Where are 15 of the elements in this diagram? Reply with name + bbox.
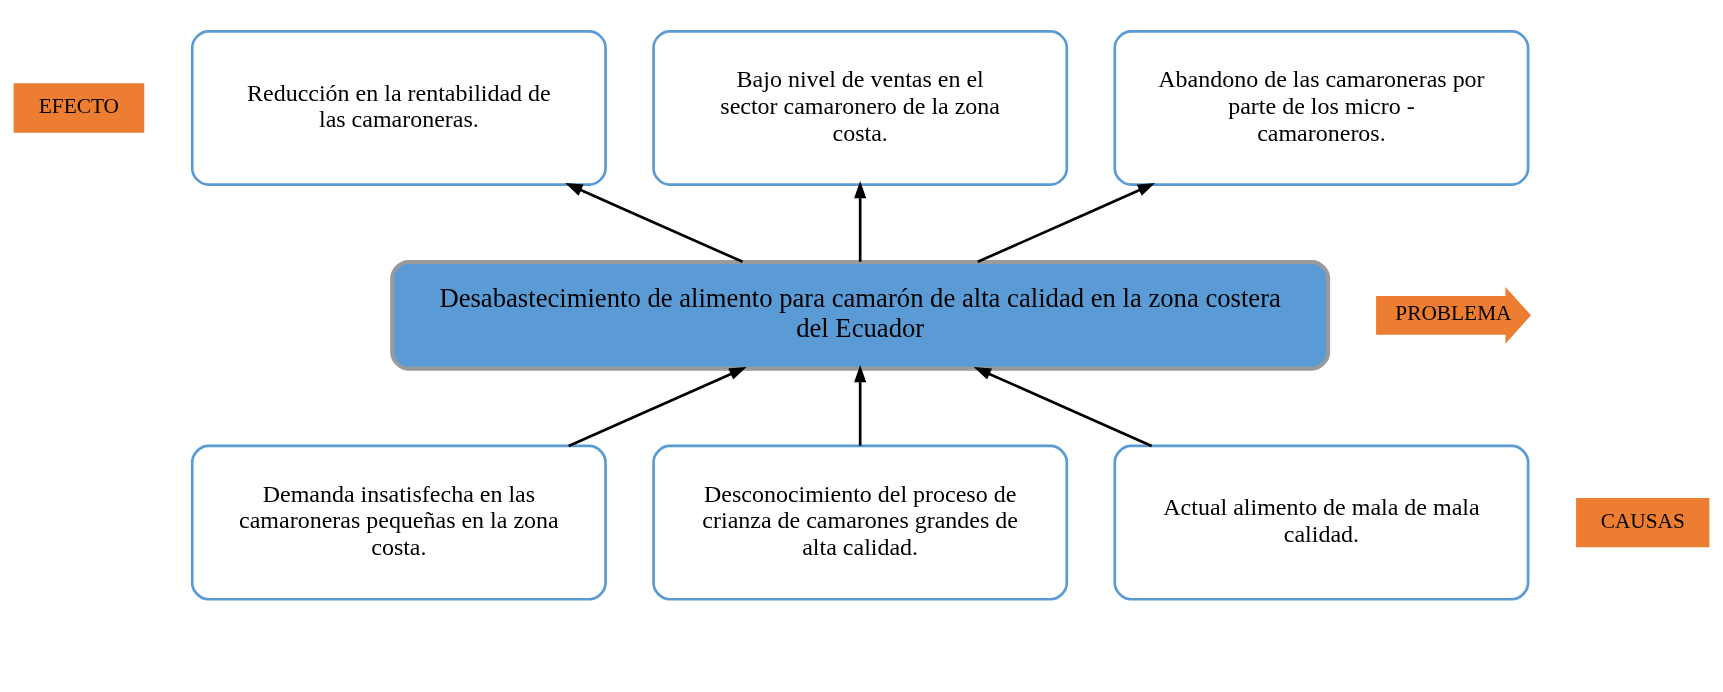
node-box: Actual alimento de mala de mala calidad. <box>1113 444 1530 601</box>
node-box: Abandono de las camaroneras por parte de los micro - camaroneros. <box>1113 30 1530 186</box>
arrow <box>568 367 747 448</box>
arrow <box>854 180 867 262</box>
node-box: Demanda insatisfecha en las camaroneras pequeñas en la zona costa. <box>190 444 607 601</box>
node-box: EFECTO <box>13 83 145 133</box>
node-box: Desabastecimiento de alimento para camarón de alta calidad en la zona costera del Ecuador <box>390 260 1331 371</box>
arrow <box>977 183 1156 263</box>
arrow <box>973 367 1153 448</box>
arrow <box>854 364 867 446</box>
node-box: Desconocimiento del proceso de crianza de camarones grandes de alta calidad. <box>652 444 1069 601</box>
node-box: Bajo nivel de ventas en el sector camaronero de la zona costa. <box>652 30 1069 186</box>
arrow <box>565 183 744 264</box>
node-box: Reducción en la rentabilidad de las camaroneras. <box>190 30 607 186</box>
node-box: CAUSAS <box>1576 497 1710 548</box>
